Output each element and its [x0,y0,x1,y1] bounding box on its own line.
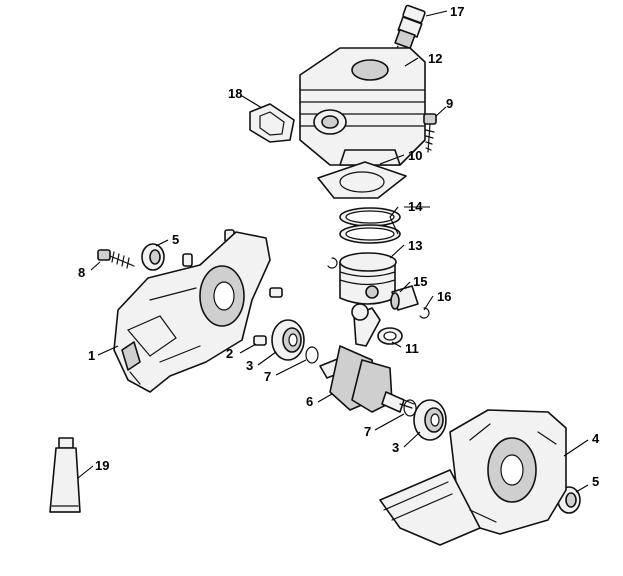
callout-2: 2 [226,346,233,361]
callout-14: 14 [408,199,423,214]
callout-3-left: 3 [246,358,253,373]
callout-6: 6 [306,394,313,409]
callout-7-right: 7 [364,424,371,439]
circlip-drawing [305,346,417,417]
callout-12: 12 [428,51,442,66]
piston-drawing [339,252,397,305]
crankcase-half-right-drawing [379,409,567,546]
callout-1: 1 [88,348,95,363]
callout-15: 15 [413,274,427,289]
crankshaft-drawing [319,303,415,413]
cylinder-screw-drawing [423,113,437,153]
spark-plug-drawing [393,4,426,55]
cylinder-drawing [299,47,426,166]
callout-19: 19 [95,458,109,473]
callout-9: 9 [446,96,453,111]
callout-5-bottom: 5 [592,474,599,489]
gasket-drawing [249,103,295,143]
ball-bearing-drawing [271,319,447,441]
needle-cage-drawing [377,327,403,345]
leader-lines [77,10,589,493]
cylinder-gasket-drawing [317,161,407,199]
callout-18: 18 [228,86,242,101]
screw-drawing [97,249,135,269]
callout-8: 8 [78,265,85,280]
callout-11: 11 [405,341,419,356]
callout-17: 17 [450,4,464,19]
callout-4: 4 [592,431,600,446]
callout-13: 13 [408,238,422,253]
piston-ring-drawing [339,207,401,244]
callout-labels: 17 12 18 9 10 14 13 15 16 11 5 8 1 2 3 7… [78,4,600,489]
crankcase-half-left-drawing [113,231,271,393]
callout-3-right: 3 [392,440,399,455]
snap-ring-drawing [327,257,430,319]
callout-16: 16 [437,289,451,304]
callout-5-top: 5 [172,232,179,247]
lubricant-tube-drawing [49,437,81,513]
callout-7-left: 7 [264,369,271,384]
callout-10: 10 [408,148,422,163]
piston-pin-drawing [390,285,419,311]
